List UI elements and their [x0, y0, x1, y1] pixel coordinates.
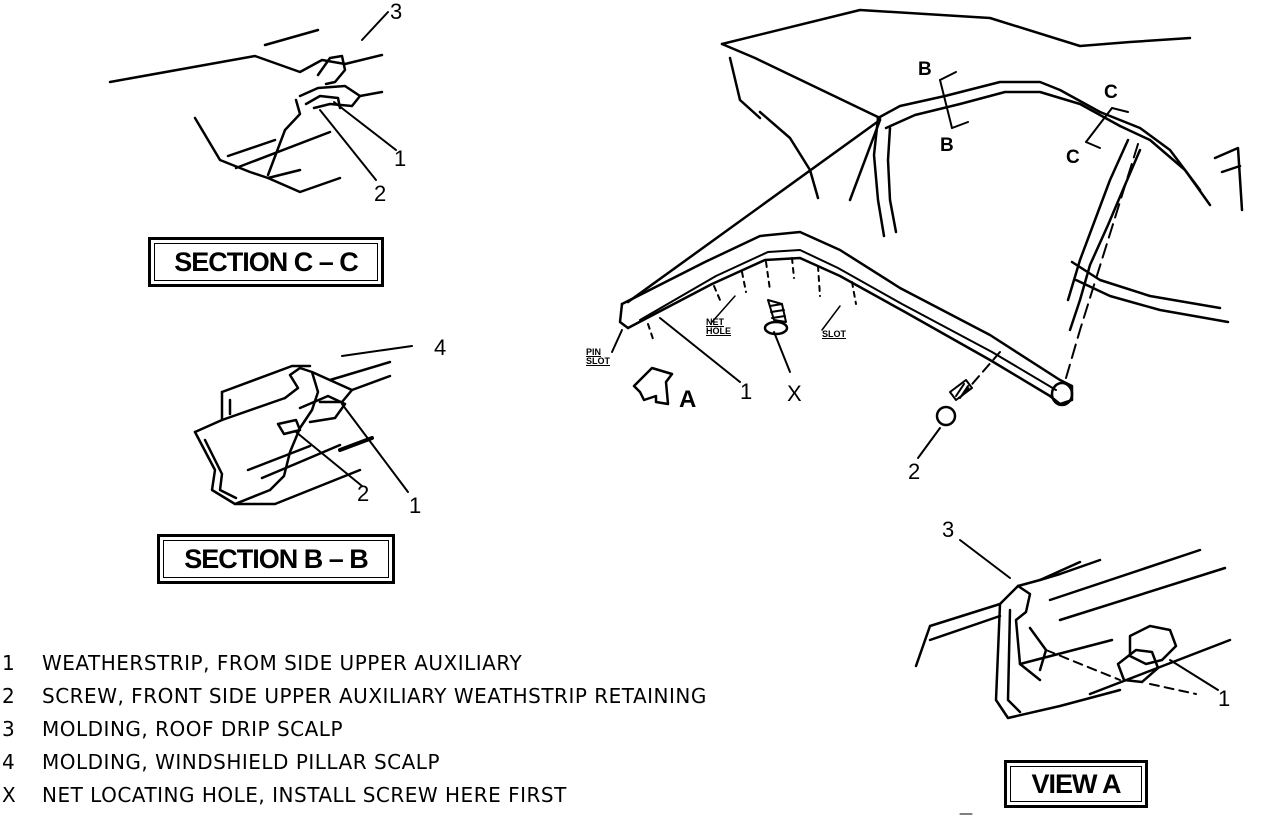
- pin-slot-label-line2: SLOT: [586, 356, 610, 366]
- cut-b-bottom-label: B: [940, 135, 954, 156]
- legend-item: 4 MOLDING, WINDSHIELD PILLAR SCALP: [0, 745, 707, 778]
- cut-b-top-label: B: [918, 59, 932, 80]
- parts-legend: 1 WEATHERSTRIP, FROM SIDE UPPER AUXILIAR…: [0, 646, 707, 811]
- legend-key: X: [2, 782, 17, 807]
- legend-text: NET LOCATING HOLE, INSTALL SCREW HERE FI…: [42, 782, 567, 807]
- legend-item: 3 MOLDING, ROOF DRIP SCALP: [0, 712, 707, 745]
- callout-c-1: 1: [394, 146, 407, 171]
- legend-text: MOLDING, WINDSHIELD PILLAR SCALP: [42, 749, 441, 774]
- callout-v-3: 3: [942, 517, 955, 542]
- section-b-title-text: SECTION B – B: [184, 543, 369, 574]
- slot-label: SLOT: [822, 330, 846, 339]
- callout-c-2: 2: [374, 181, 387, 206]
- legend-text: SCREW, FRONT SIDE UPPER AUXILIARY WEATHS…: [42, 683, 707, 708]
- callout-main-x: X: [787, 381, 802, 406]
- callout-c-3: 3: [390, 0, 403, 24]
- slot-label-line1: SLOT: [822, 329, 846, 339]
- cut-c-bottom-label: C: [1066, 147, 1080, 168]
- cut-c-top-label: C: [1104, 82, 1118, 103]
- view-arrow-a-label: A: [679, 386, 697, 413]
- screw-x-drawing: [763, 299, 789, 336]
- legend-key: 2: [2, 683, 16, 708]
- callout-b-1: 1: [409, 493, 422, 518]
- view-a-arrow: [632, 366, 674, 406]
- section-b-title: SECTION B – B: [157, 534, 395, 584]
- callout-main-1: 1: [740, 379, 753, 404]
- callout-v-1: 1: [1218, 686, 1231, 711]
- callout-main-2: 2: [908, 459, 921, 484]
- view-a-title-text: VIEW A: [1031, 768, 1121, 799]
- legend-key: 3: [2, 716, 16, 741]
- callout-b-2: 2: [357, 481, 370, 506]
- legend-key: 1: [2, 650, 16, 675]
- section-c-title: SECTION C – C: [148, 237, 384, 287]
- legend-text: WEATHERSTRIP, FROM SIDE UPPER AUXILIARY: [42, 650, 523, 675]
- view-a-title: VIEW A: [1004, 760, 1148, 808]
- car-roof-view: [611, 8, 1244, 459]
- view-a-drawing: [914, 539, 1232, 815]
- legend-item: 2 SCREW, FRONT SIDE UPPER AUXILIARY WEAT…: [0, 679, 707, 712]
- legend-text: MOLDING, ROOF DRIP SCALP: [42, 716, 344, 741]
- legend-item: 1 WEATHERSTRIP, FROM SIDE UPPER AUXILIAR…: [0, 646, 707, 679]
- net-hole-label: NET HOLE: [706, 318, 731, 336]
- screw-2-drawing: [935, 379, 973, 427]
- section-c-title-text: SECTION C – C: [174, 246, 359, 277]
- legend-key: 4: [2, 749, 16, 774]
- callout-b-4: 4: [434, 335, 447, 360]
- section-b-drawing: [193, 345, 413, 506]
- pin-slot-label-line1: PIN: [586, 347, 602, 357]
- legend-item: X NET LOCATING HOLE, INSTALL SCREW HERE …: [0, 778, 707, 811]
- section-c-drawing: [108, 11, 397, 194]
- net-hole-label-line1: NET: [706, 317, 724, 327]
- pin-slot-label: PIN SLOT: [586, 348, 610, 366]
- net-hole-label-line2: HOLE: [706, 326, 732, 336]
